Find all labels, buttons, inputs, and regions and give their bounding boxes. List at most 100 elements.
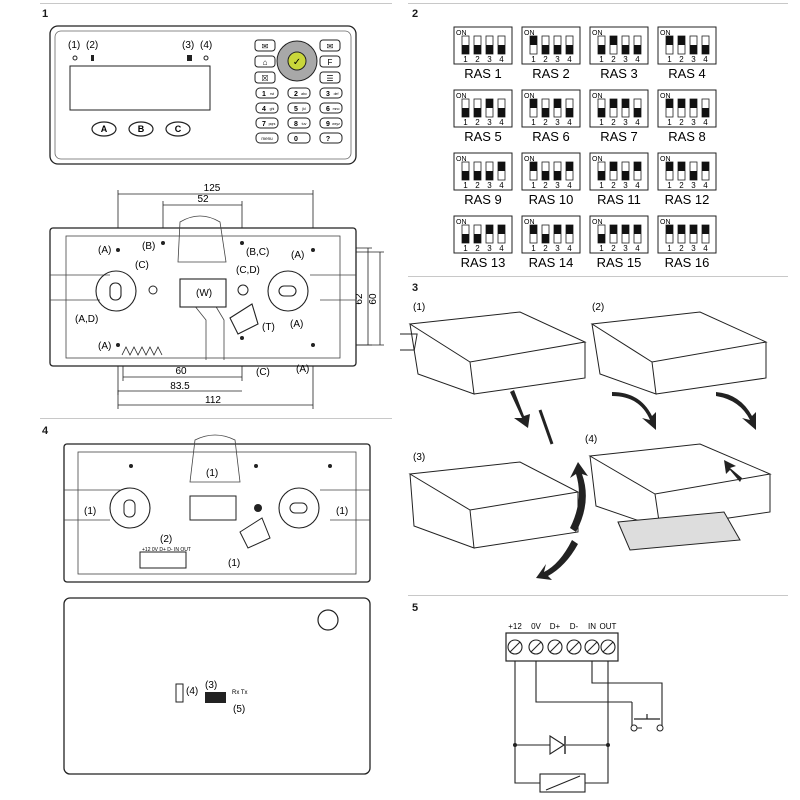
dim-60-bottom: 60: [175, 366, 187, 377]
dip-switch-number: 4: [703, 181, 708, 190]
terminal-strip-label: +12 0V D+ D- IN OUT: [142, 547, 191, 553]
dip-switch-lever: [542, 108, 549, 117]
svg-text:?: ?: [326, 136, 330, 143]
function-key-b[interactable]: B: [128, 121, 154, 137]
dip-switch-lever: [702, 162, 709, 171]
side-key-left-1[interactable]: ✉: [254, 39, 276, 52]
dip-switch-number: 2: [679, 181, 684, 190]
dip-switch-lever: [530, 162, 537, 171]
dip-switch-lever: [634, 162, 641, 171]
dip-switch-lever: [486, 45, 493, 54]
side-key-left-3[interactable]: ☒: [254, 71, 276, 84]
step-4-label: (4): [585, 434, 597, 445]
dip-switch-number: 2: [475, 244, 480, 253]
tamper-icon: [317, 609, 339, 631]
dip-switch-lever: [542, 234, 549, 243]
svg-text:5: 5: [294, 106, 298, 113]
dip-on-label: ON: [524, 156, 535, 163]
step-3-arrow-up-icon: [570, 462, 588, 532]
dim-52: 52: [197, 194, 209, 205]
svg-text:☰: ☰: [326, 74, 333, 83]
side-key-right-3[interactable]: ☰: [319, 71, 341, 84]
dip-switch-lever: [462, 45, 469, 54]
menu-key[interactable]: menu: [255, 132, 279, 144]
dip-switch-number: 2: [475, 181, 480, 190]
dip-on-label: ON: [660, 156, 671, 163]
svg-text:1: 1: [262, 91, 266, 98]
dip-setting-label: RAS 1: [464, 66, 502, 81]
label-a-bottom-left: (A): [98, 341, 111, 352]
svg-text:2: 2: [294, 91, 298, 98]
side-key-right-1[interactable]: ✉: [319, 39, 341, 52]
panel-number-4: 4: [42, 425, 49, 437]
keypad-key-8[interactable]: 8 tuv: [287, 117, 311, 129]
terminal-label: D+: [550, 622, 561, 631]
dip-switch-number: 3: [555, 181, 560, 190]
dip-switch-lever: [462, 108, 469, 117]
dip-setting-label: RAS 12: [665, 192, 710, 207]
led-3-icon: [187, 55, 192, 61]
dip-switch-number: 4: [703, 55, 708, 64]
dip-on-label: ON: [592, 156, 603, 163]
dip-switch-number: 4: [635, 118, 640, 127]
svg-text:C: C: [175, 124, 182, 134]
dip-switch-number: 3: [487, 55, 492, 64]
dim-83-5: 83.5: [170, 381, 190, 392]
callout-2: (2): [160, 534, 172, 545]
svg-text:✉: ✉: [327, 42, 334, 51]
dip-switch-lever: [566, 225, 573, 234]
nav-ok-icon: ✓: [293, 57, 301, 68]
dip-on-label: ON: [524, 219, 535, 226]
divider-top-left: [40, 3, 392, 4]
callout-4: (4): [200, 40, 212, 51]
divider-right-2: [408, 595, 788, 596]
dip-switch-lever: [666, 162, 673, 171]
dip-switch-number: 1: [667, 118, 672, 127]
keypad-key-help[interactable]: ?: [319, 132, 343, 144]
dip-setting-label: RAS 9: [464, 192, 502, 207]
dip-setting-label: RAS 2: [532, 66, 570, 81]
side-key-left-2[interactable]: ⌂: [254, 55, 276, 68]
svg-text:tuv: tuv: [302, 122, 307, 126]
dip-switch-lever: [566, 108, 573, 117]
function-key-c[interactable]: C: [165, 121, 191, 137]
dip-switch-lever: [530, 225, 537, 234]
dip-switch-lever: [554, 171, 561, 180]
label-cd: (C,D): [236, 265, 260, 276]
divider-right-1: [408, 276, 788, 277]
label-w: (W): [196, 288, 212, 299]
step-2-label: (2): [592, 302, 604, 313]
dip-switch-lever: [678, 36, 685, 45]
navigation-wheel[interactable]: ✓: [276, 40, 318, 82]
function-key-a[interactable]: A: [91, 121, 117, 137]
step-1-keypad-drawing: [400, 311, 587, 395]
callout-3: (3): [182, 40, 194, 51]
side-key-right-2[interactable]: F: [319, 55, 341, 68]
svg-text:8: 8: [294, 121, 298, 128]
svg-text:menu: menu: [261, 136, 273, 141]
callout-2: (2): [86, 40, 98, 51]
dip-setting-label: RAS 16: [665, 255, 710, 270]
dip-switch-lever: [486, 99, 493, 108]
dip-switch-lever: [610, 36, 617, 45]
panel-number-3: 3: [412, 282, 419, 294]
dip-setting-label: RAS 10: [529, 192, 574, 207]
dip-switch-lever: [634, 108, 641, 117]
dip-switch-number: 1: [599, 244, 604, 253]
mounting-base-diagram: 125 52 62 60 60 83.5 112 (A) (B) (B,C) (…: [49, 183, 384, 409]
keypad-key-0[interactable]: 0: [287, 132, 311, 144]
